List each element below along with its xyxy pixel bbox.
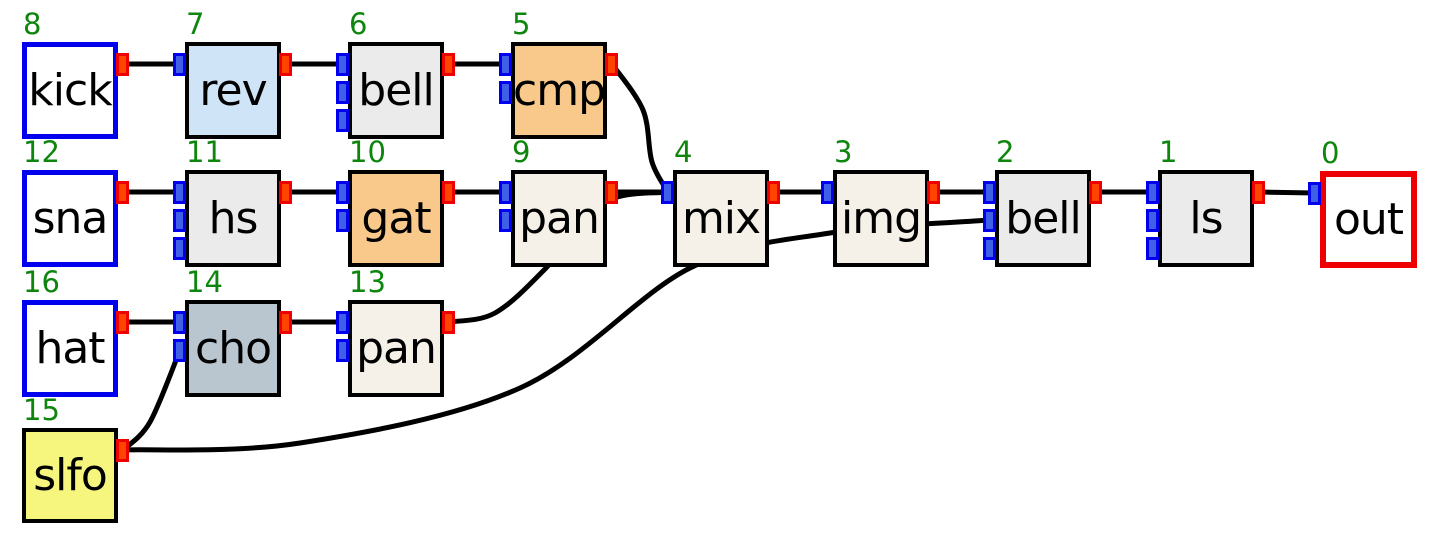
- input-port[interactable]: [1146, 237, 1159, 260]
- node-label: cho: [195, 322, 272, 374]
- node-slfo[interactable]: slfo: [22, 428, 118, 523]
- node-number: 5: [512, 7, 531, 41]
- node-img[interactable]: img: [833, 170, 929, 267]
- output-port[interactable]: [116, 311, 129, 334]
- node-number: 12: [23, 135, 60, 169]
- input-port[interactable]: [1308, 182, 1321, 205]
- node-label: bell: [358, 64, 434, 116]
- node-number: 6: [349, 7, 368, 41]
- node-sna[interactable]: sna: [22, 170, 118, 267]
- node-out[interactable]: out: [1320, 171, 1417, 268]
- input-port[interactable]: [173, 53, 186, 76]
- node-label: hs: [208, 192, 259, 244]
- input-port[interactable]: [499, 81, 512, 104]
- input-port[interactable]: [336, 109, 349, 132]
- node-cmp[interactable]: cmp: [511, 42, 607, 139]
- input-port[interactable]: [336, 311, 349, 334]
- input-port[interactable]: [821, 181, 834, 204]
- node-label: kick: [28, 64, 112, 116]
- node-number: 16: [23, 265, 60, 299]
- node-number: 3: [834, 135, 853, 169]
- node-label: bell: [1005, 192, 1081, 244]
- node-rev[interactable]: rev: [185, 42, 281, 139]
- output-port[interactable]: [442, 181, 455, 204]
- node-label: pan: [356, 322, 437, 374]
- node-hat[interactable]: hat: [22, 300, 118, 397]
- output-port[interactable]: [605, 53, 618, 76]
- input-port[interactable]: [173, 339, 186, 362]
- input-port[interactable]: [983, 237, 996, 260]
- node-label: rev: [199, 64, 267, 116]
- output-port[interactable]: [116, 53, 129, 76]
- node-number: 0: [1321, 136, 1340, 170]
- node-bell6[interactable]: bell: [348, 42, 444, 139]
- input-port[interactable]: [173, 237, 186, 260]
- input-port[interactable]: [336, 209, 349, 232]
- input-port[interactable]: [1146, 181, 1159, 204]
- input-port[interactable]: [1146, 209, 1159, 232]
- output-port[interactable]: [279, 181, 292, 204]
- node-pan9[interactable]: pan: [511, 170, 607, 267]
- node-mix[interactable]: mix: [673, 170, 769, 267]
- edge-slfo-cho: [121, 349, 183, 452]
- input-port[interactable]: [336, 181, 349, 204]
- output-port[interactable]: [279, 53, 292, 76]
- node-label: img: [840, 192, 922, 244]
- node-label: gat: [361, 192, 431, 244]
- node-number: 13: [349, 265, 386, 299]
- input-port[interactable]: [499, 209, 512, 232]
- node-label: slfo: [33, 449, 108, 501]
- output-port[interactable]: [1089, 181, 1102, 204]
- output-port[interactable]: [116, 439, 129, 462]
- node-kick[interactable]: kick: [22, 42, 118, 139]
- input-port[interactable]: [173, 181, 186, 204]
- node-cho[interactable]: cho: [185, 300, 281, 397]
- node-label: cmp: [513, 64, 606, 116]
- output-port[interactable]: [442, 53, 455, 76]
- node-hs[interactable]: hs: [185, 170, 281, 267]
- node-label: sna: [32, 192, 109, 244]
- input-port[interactable]: [499, 181, 512, 204]
- output-port[interactable]: [116, 181, 129, 204]
- node-label: ls: [1189, 192, 1223, 244]
- node-label: out: [1333, 193, 1404, 245]
- input-port[interactable]: [336, 53, 349, 76]
- edge-cmp-mix: [609, 62, 671, 194]
- input-port[interactable]: [499, 53, 512, 76]
- node-gat[interactable]: gat: [348, 170, 444, 267]
- node-number: 14: [186, 265, 223, 299]
- output-port[interactable]: [605, 181, 618, 204]
- input-port[interactable]: [336, 339, 349, 362]
- input-port[interactable]: [661, 181, 674, 204]
- node-ls[interactable]: ls: [1158, 170, 1254, 267]
- node-number: 11: [186, 135, 223, 169]
- output-port[interactable]: [279, 311, 292, 334]
- edge-ls-out: [1258, 189, 1316, 196]
- node-number: 1: [1159, 135, 1178, 169]
- node-number: 2: [996, 135, 1015, 169]
- output-port[interactable]: [767, 181, 780, 204]
- input-port[interactable]: [983, 209, 996, 232]
- node-label: hat: [35, 322, 105, 374]
- edge-pan13-mix: [448, 189, 669, 325]
- input-port[interactable]: [173, 311, 186, 334]
- output-port[interactable]: [927, 181, 940, 204]
- input-port[interactable]: [983, 181, 996, 204]
- node-bell2[interactable]: bell: [995, 170, 1091, 267]
- node-number: 9: [512, 135, 531, 169]
- output-port[interactable]: [442, 311, 455, 334]
- node-pan13[interactable]: pan: [348, 300, 444, 397]
- node-number: 8: [23, 7, 42, 41]
- input-port[interactable]: [336, 81, 349, 104]
- node-number: 4: [674, 135, 693, 169]
- node-number: 15: [23, 393, 60, 427]
- node-number: 7: [186, 7, 205, 41]
- output-port[interactable]: [1252, 181, 1265, 204]
- node-number: 10: [349, 135, 386, 169]
- node-label: pan: [519, 192, 600, 244]
- input-port[interactable]: [173, 209, 186, 232]
- node-label: mix: [681, 192, 761, 244]
